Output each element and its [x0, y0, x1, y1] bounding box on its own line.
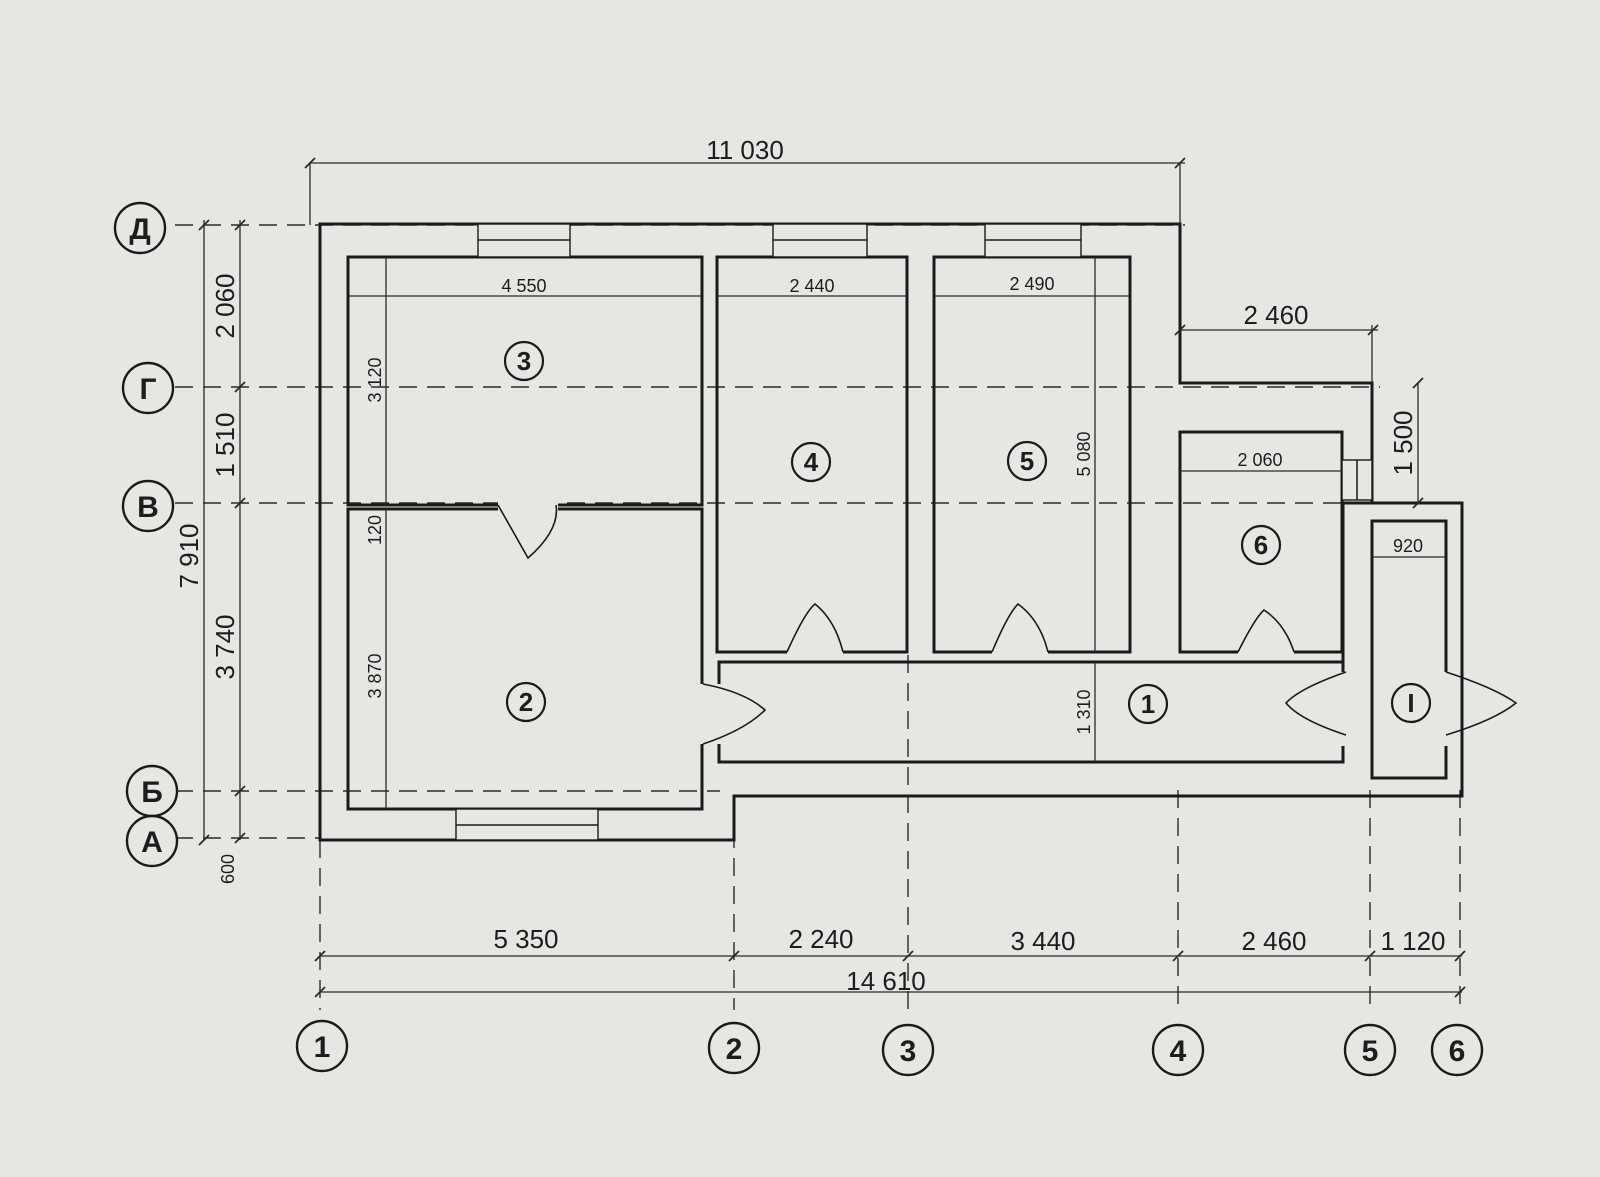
room-6-number: 6 [1254, 530, 1268, 560]
dim-total-width: 14 610 [846, 966, 926, 996]
dim-total-height: 7 910 [174, 523, 204, 588]
room-1-number: 1 [1141, 689, 1155, 719]
vestibule-number: I [1407, 688, 1414, 718]
axis-row-b: Б [141, 776, 163, 809]
room-2-number: 2 [519, 687, 533, 717]
corridor-height: 1 310 [1074, 689, 1094, 734]
dim-top-width: 11 030 [706, 135, 784, 165]
door-room-6 [1237, 608, 1295, 653]
vestibule-inner-wall [1370, 519, 1448, 780]
axis-col-3: 3 [900, 1035, 917, 1068]
axis-col-6: 6 [1449, 1035, 1466, 1068]
room-3-number: 3 [517, 346, 531, 376]
dim-bottom-1: 5 350 [493, 924, 558, 954]
dim-right-wing: 2 460 [1243, 300, 1308, 330]
door-room-2-corridor [702, 683, 767, 745]
dim-left-1: 2 060 [210, 273, 240, 338]
dimension-labels: 11 030 2 460 1 500 7 910 600 2 060 1 510… [174, 135, 1446, 996]
door-room-2 [497, 504, 558, 560]
axis-row-g: Г [139, 373, 156, 406]
room-5-number: 5 [1020, 446, 1034, 476]
door-room-5 [991, 602, 1049, 653]
dim-bottom-4: 2 460 [1241, 926, 1306, 956]
axis-row-a: А [141, 826, 163, 859]
axis-row-d: Д [129, 213, 150, 246]
door-room-4 [786, 602, 844, 653]
partition-thickness: 120 [365, 515, 385, 545]
dim-bottom-3: 3 440 [1010, 926, 1075, 956]
dimension-lines [198, 157, 1466, 998]
axis-row-v: В [137, 491, 159, 524]
corridor-inner-wall [717, 660, 1345, 764]
vestibule-width: 920 [1393, 536, 1423, 556]
axis-lines [175, 224, 1461, 1010]
room-2-height: 3 870 [365, 653, 385, 698]
room-3-width: 4 550 [501, 276, 546, 296]
room-4-width: 2 440 [789, 276, 834, 296]
door-vestibule-inner [1284, 671, 1347, 736]
axis-col-4: 4 [1170, 1035, 1187, 1068]
windows [455, 223, 1373, 841]
dim-bottom-2: 2 240 [788, 924, 853, 954]
room-labels: 3 2 4 5 6 1 I [503, 340, 1432, 725]
axis-col-1: 1 [314, 1031, 331, 1064]
axis-col-5: 5 [1362, 1035, 1379, 1068]
room-5-height: 5 080 [1074, 431, 1094, 476]
dim-left-3: 3 740 [210, 614, 240, 679]
room-6-width: 2 060 [1237, 450, 1282, 470]
axis-col-2: 2 [726, 1033, 743, 1066]
dim-bottom-5: 1 120 [1380, 926, 1445, 956]
room-4-number: 4 [804, 447, 819, 477]
axis-markers: Д Г В Б А 1 2 3 4 5 6 [113, 201, 1484, 1077]
dim-left-2: 1 510 [210, 412, 240, 477]
dim-offset-bottom: 600 [218, 854, 238, 884]
dim-wing-height: 1 500 [1388, 410, 1418, 475]
room-5-width: 2 490 [1009, 274, 1054, 294]
door-vestibule-outer [1445, 671, 1518, 736]
doors [497, 500, 1518, 746]
room-3-height: 3 120 [365, 357, 385, 402]
